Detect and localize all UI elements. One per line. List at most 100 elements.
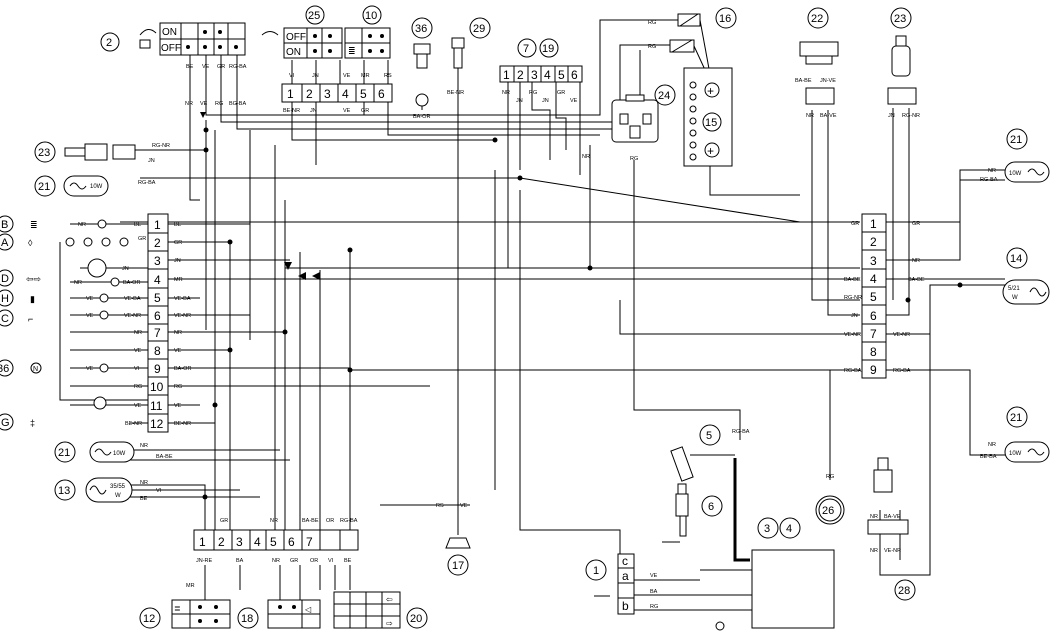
ls-wire-1: VI <box>289 73 295 79</box>
temp-sensor: 29 BE-NR <box>447 17 491 96</box>
wire-harness <box>59 19 1005 611</box>
conn22-ref: 22 <box>811 13 823 25</box>
sensor23l-wire-1: RG-NR <box>152 143 170 149</box>
lamp21l-wire: RG-BA <box>138 180 156 186</box>
dash-c-right: VE-BA <box>124 296 141 302</box>
dash-extra-1: NR <box>134 330 142 336</box>
c7-pin-5: 5 <box>558 68 565 82</box>
lamp21br-wire-2: BE-BA <box>980 454 997 460</box>
c7-wire-6: VE <box>570 98 578 104</box>
dash-pin-6: 6 <box>154 309 161 323</box>
dash-d-right: JN <box>122 266 129 272</box>
dash-pin-12: 12 <box>150 417 164 431</box>
rc-pin-5: 5 <box>870 290 877 304</box>
lamp21tr-label: 10W <box>1009 171 1022 177</box>
c7-pin-2: 2 <box>517 68 524 82</box>
dash-b-right: BE <box>134 222 142 228</box>
ind-b-letter: B <box>1 219 8 231</box>
rc-pin-7: 7 <box>870 327 877 341</box>
rc-pin-6: 6 <box>870 309 877 323</box>
flasher-wire-1: NR <box>582 154 590 160</box>
highbeam-icon: ≣ <box>348 46 356 56</box>
rc-pin-1: 1 <box>870 217 877 231</box>
right-arrow-icon: ⇨ <box>386 619 393 628</box>
dash-pin-8: 8 <box>154 344 161 358</box>
headlamp-wire-2: VI <box>156 488 162 494</box>
bc-bot-3: NR <box>272 558 280 564</box>
dash-extra-2: VE <box>134 348 142 354</box>
lamp14-label-2: W <box>1012 295 1018 301</box>
dash-extra-3: RG <box>134 384 142 390</box>
dash-pw-7: NR <box>174 330 182 336</box>
flasher-ref: 24 <box>658 90 670 102</box>
switch-12: 12 MR ≣ <box>139 583 231 629</box>
conn1-wire-1: VE <box>650 573 658 579</box>
rc-pin-3: 3 <box>870 254 877 268</box>
dashboard-connector: 1 2 3 4 5 6 7 8 9 10 11 12 BE GR JN MR V… <box>147 213 191 433</box>
conn22-wire-1: BA-BE <box>795 78 812 84</box>
item-26: RG 26 <box>815 474 845 525</box>
bc-pin-2: 2 <box>218 535 225 549</box>
conn22-wire-2: JN-VE <box>820 78 836 84</box>
fuel-sensor-28: NR BA-VE NR VE-NR 28 <box>867 457 916 601</box>
rc-rw-4: BA-BE <box>908 277 925 283</box>
relay-16: 16 RG RG <box>648 7 737 86</box>
c7-wire-4: JN <box>542 98 549 104</box>
lamp-21-bottom-left: 21 10W NR BA-BE <box>54 441 173 463</box>
ls-wire-5: RS <box>384 73 392 79</box>
lamp21bl-wire-2: BA-BE <box>156 454 173 460</box>
item26-ref: 26 <box>822 505 834 517</box>
ls-wire-2: JN <box>312 73 319 79</box>
ignition-off-label: OFF <box>161 43 181 54</box>
switch20-ref: 20 <box>410 613 422 625</box>
lock-icon <box>139 39 151 49</box>
horn-ref: 17 <box>452 560 464 572</box>
lamp21br-ref: 21 <box>1010 412 1022 424</box>
dash-pw-5: VE-BA <box>174 296 191 302</box>
ign-wire-3: GR <box>217 64 225 70</box>
dash-6-right: VE-NR <box>124 313 141 319</box>
temp-sensor-ref: 29 <box>473 23 485 35</box>
dash-pw-3: JN <box>174 258 181 264</box>
dash-pw-1: BE <box>174 222 182 228</box>
key-arrow-icon <box>139 29 157 36</box>
sensor23-wire-1: JN <box>888 113 895 119</box>
lamp14-ref: 14 <box>1010 253 1022 265</box>
conn1-pin-b: b <box>622 599 629 613</box>
ls-pin-5: 5 <box>360 87 367 101</box>
ls-pin-wire-1: BE-NR <box>283 108 300 114</box>
conn1-pin-c: c <box>622 554 628 568</box>
ls-pin-wire-4: GR <box>361 108 369 114</box>
cdi-ref-1: 3 <box>764 523 770 535</box>
conn1-pin-a: a <box>622 569 629 583</box>
dash-pin-10: 10 <box>150 380 164 394</box>
hv-lead-wire <box>733 458 750 562</box>
dash-36-right: VI <box>134 366 140 372</box>
dash-pw-12: BE-NR <box>174 421 191 427</box>
horn-wire-1: RS <box>436 503 444 509</box>
battery-plus: + <box>707 84 714 98</box>
oil-icon: ◊ <box>28 238 33 248</box>
conn22-wire-4: BA-VE <box>820 113 837 119</box>
c7-wire-2: JN <box>516 98 523 104</box>
lamp21l-ref: 21 <box>38 181 50 193</box>
dash-b-left: NR <box>78 222 86 228</box>
ls-pin-4: 4 <box>342 87 349 101</box>
beam-icon: ≣ <box>30 220 38 230</box>
bc-top-3: BA-BE <box>302 518 319 524</box>
neutral-glyph: N <box>33 366 38 373</box>
temp-icon: ‡ <box>30 418 35 428</box>
bc-top-1: GR <box>220 518 228 524</box>
dash-c-left: VE <box>86 296 94 302</box>
conn22-wire-3: NR <box>806 113 814 119</box>
light-switch-ref: 25 <box>308 10 320 22</box>
fuel-wire-2: BA-VE <box>884 514 901 520</box>
connector-1: 1 c a b VE BA RG <box>585 553 658 615</box>
ls-pin-3: 3 <box>324 87 331 101</box>
hvlead-wire: RG-BA <box>732 429 750 435</box>
lamp21bl-label: 10W <box>113 451 126 457</box>
ignition-switch-ref: 2 <box>106 37 112 49</box>
headlamp-13: 13 35/55 W NR VI BE <box>54 477 162 503</box>
neutral-switch: 36 BA-OR <box>411 17 433 120</box>
